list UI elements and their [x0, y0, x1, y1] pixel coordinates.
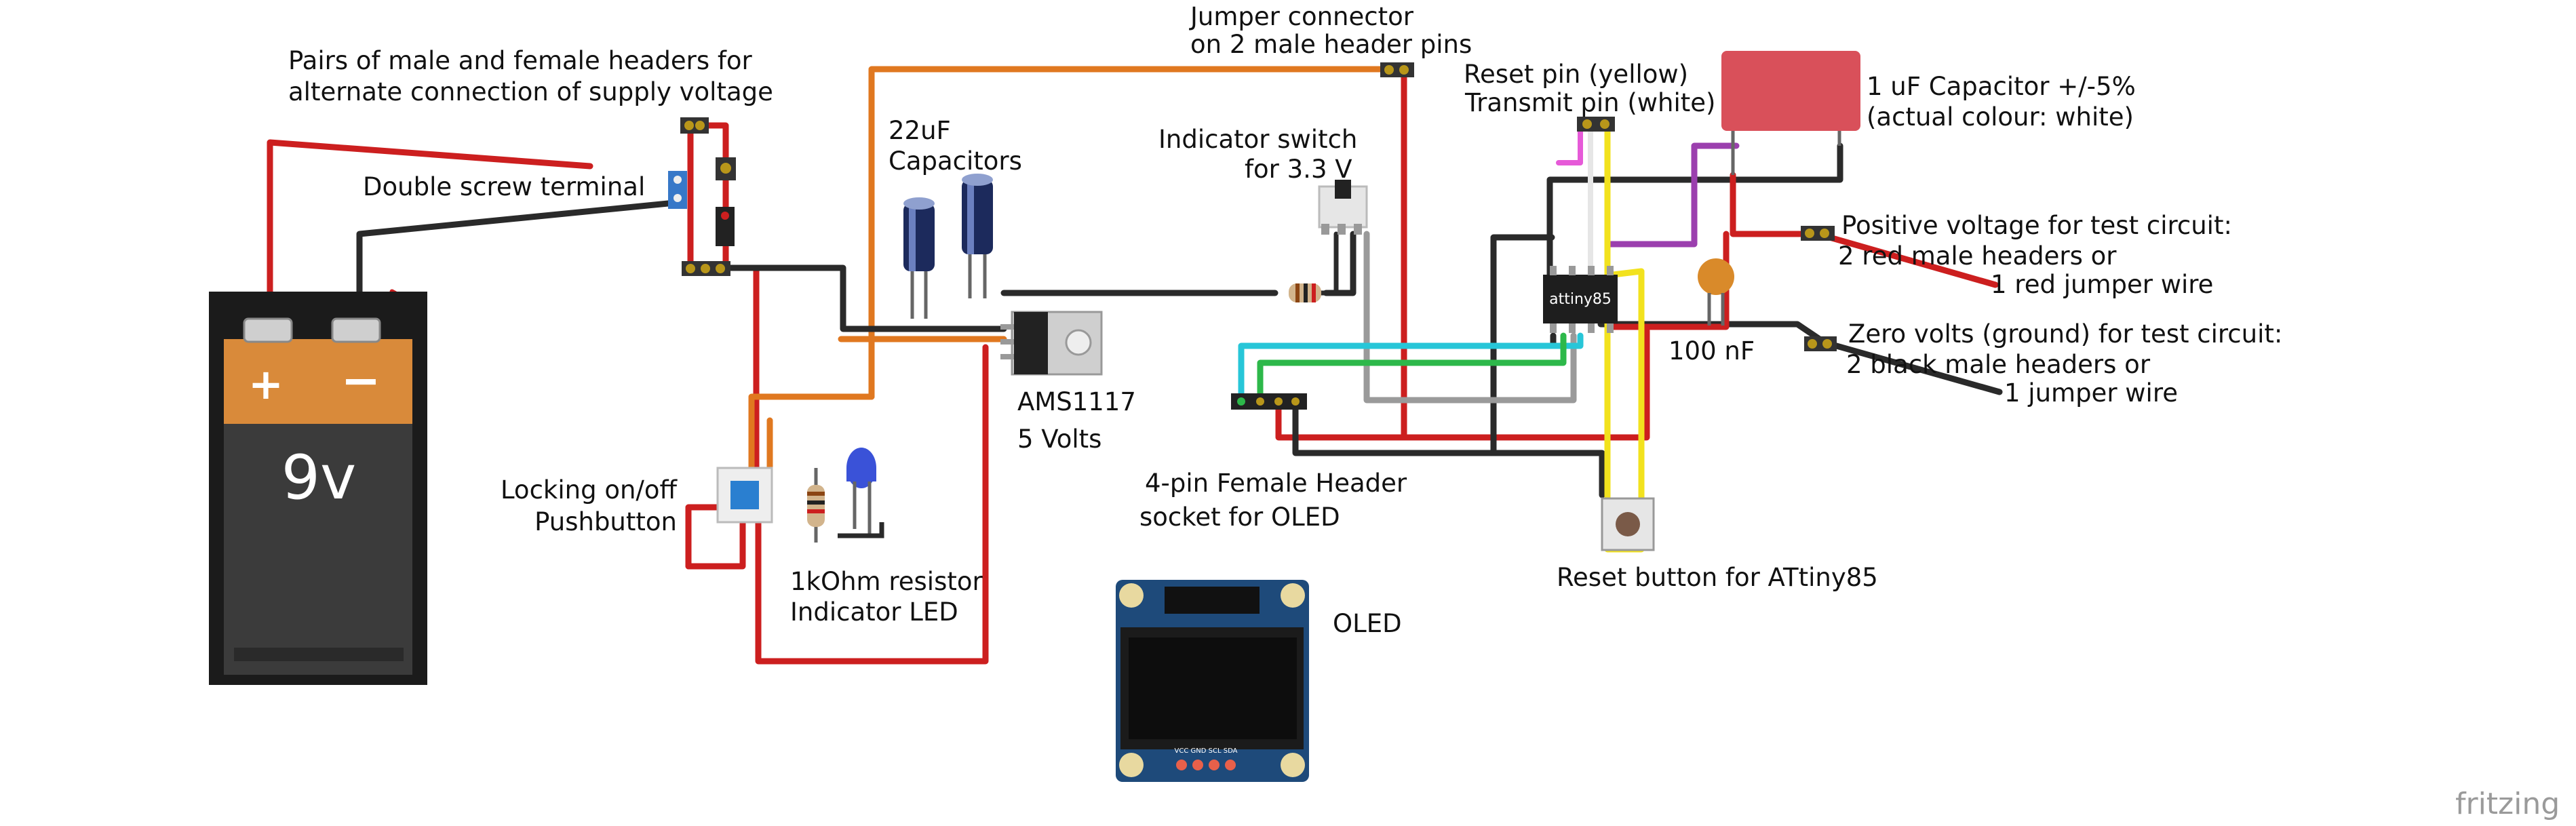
label-capacitors-line2: Capacitors	[889, 146, 1022, 176]
indicator-switch	[1318, 180, 1368, 235]
battery-plus-symbol: +	[248, 359, 284, 409]
fritzing-logo: fritzing	[2455, 787, 2560, 821]
label-oled: OLED	[1333, 609, 1402, 638]
yellow-attiny	[1609, 268, 1645, 498]
label-cap-1uf-line1: 1 uF Capacitor +/-5%	[1867, 72, 2136, 101]
oled-pin-labels: VCC GND SCL SDA	[1175, 747, 1238, 755]
switch-resistor	[1289, 283, 1321, 302]
positive-test-headers	[1801, 226, 1835, 241]
annotation-labels: Pairs of male and female headers for alt…	[288, 2, 2282, 638]
label-cap-100nf: 100 nF	[1668, 336, 1755, 366]
label-oled-header-line1: 4-pin Female Header	[1145, 469, 1407, 498]
locking-pushbutton	[716, 467, 773, 524]
battery-negative-wire	[356, 200, 671, 310]
label-headers-pairs-line2: alternate connection of supply voltage	[288, 77, 773, 106]
indicator-led	[838, 448, 884, 538]
header-red-wire-c	[702, 122, 729, 166]
label-zero-line2: 2 black male headers or	[1846, 350, 2151, 379]
oled-female-header	[1231, 393, 1307, 410]
ground-main-wire	[687, 264, 1007, 332]
oled-cyan-wire	[1238, 332, 1584, 404]
label-indicator-switch-line1: Indicator switch	[1158, 125, 1357, 154]
battery-positive-wire	[267, 139, 593, 310]
wires	[267, 66, 2003, 665]
label-reset-pin: Reset pin (yellow)	[1464, 60, 1688, 89]
battery-minus-symbol: −	[341, 353, 381, 408]
grey-wire	[1363, 231, 1577, 404]
orange-led-wire	[748, 393, 875, 471]
label-indicator-switch-line2: for 3.3 V	[1245, 155, 1352, 184]
label-pushbutton-line2: Pushbutton	[534, 507, 677, 536]
label-positive-line3: 1 red jumper wire	[1991, 270, 2213, 299]
led-red-return	[770, 329, 841, 590]
switch-black	[1323, 231, 1357, 296]
led-resistor	[807, 468, 825, 543]
attiny85-chip-label: attiny85	[1549, 291, 1612, 308]
label-positive-line1: Positive voltage for test circuit:	[1841, 211, 2232, 240]
jumper-header	[1380, 62, 1414, 77]
label-headers-pairs-line1: Pairs of male and female headers for	[288, 46, 753, 75]
label-transmit-pin: Transmit pin (white)	[1464, 88, 1715, 117]
label-zero-line1: Zero volts (ground) for test circuit:	[1848, 319, 2282, 349]
ground-test-headers	[1804, 336, 1837, 351]
label-resistor-led-line1: 1kOhm resistor	[790, 567, 983, 596]
reset-transmit-header	[1577, 117, 1615, 132]
label-jumper-line1: Jumper connector	[1189, 2, 1414, 31]
ground-bottom-wire	[1292, 400, 1605, 498]
pushbutton-bottom-red	[755, 344, 989, 665]
label-jumper-line2: on 2 male header pins	[1190, 30, 1472, 59]
supply-headers	[668, 117, 736, 276]
positive-test-wire	[1730, 172, 1999, 288]
capacitor-1uf	[1721, 51, 1860, 175]
label-pushbutton-line1: Locking on/off	[501, 475, 678, 505]
label-capacitors-line1: 22uF	[889, 116, 951, 145]
label-cap-1uf-line2: (actual colour: white)	[1867, 102, 2134, 132]
label-resistor-led-line2: Indicator LED	[790, 597, 958, 627]
orange-jumper-wire	[868, 66, 1399, 400]
label-regulator-line1: AMS1117	[1017, 387, 1136, 416]
pink-wire	[1556, 123, 1583, 165]
ground-vertical-attiny	[1490, 234, 1555, 456]
oled-red-power	[1275, 328, 1650, 441]
battery-9v: + − 9v	[209, 292, 427, 685]
oled-green-wire	[1257, 332, 1567, 404]
regulator-ams1117	[1000, 311, 1103, 376]
label-positive-line2: 2 red male headers or	[1838, 241, 2117, 271]
oled-module: VCC GND SCL SDA	[1116, 580, 1309, 782]
label-regulator-line2: 5 Volts	[1017, 425, 1101, 454]
purple-wire	[1604, 142, 1740, 248]
pushbutton-red-loop	[685, 512, 746, 570]
label-reset-button: Reset button for ATtiny85	[1557, 563, 1878, 592]
attiny85-chip: attiny85	[1543, 266, 1618, 333]
reset-button	[1601, 497, 1655, 551]
label-zero-line3: 1 jumper wire	[2004, 378, 2178, 408]
reset-yellow-wire	[1604, 122, 1645, 553]
label-screw-terminal: Double screw terminal	[363, 172, 645, 201]
capacitors-22uf	[903, 174, 993, 319]
capacitor-100nf	[1698, 258, 1734, 326]
battery-voltage-label: 9v	[281, 442, 357, 513]
label-oled-header-line2: socket for OLED	[1139, 503, 1340, 532]
